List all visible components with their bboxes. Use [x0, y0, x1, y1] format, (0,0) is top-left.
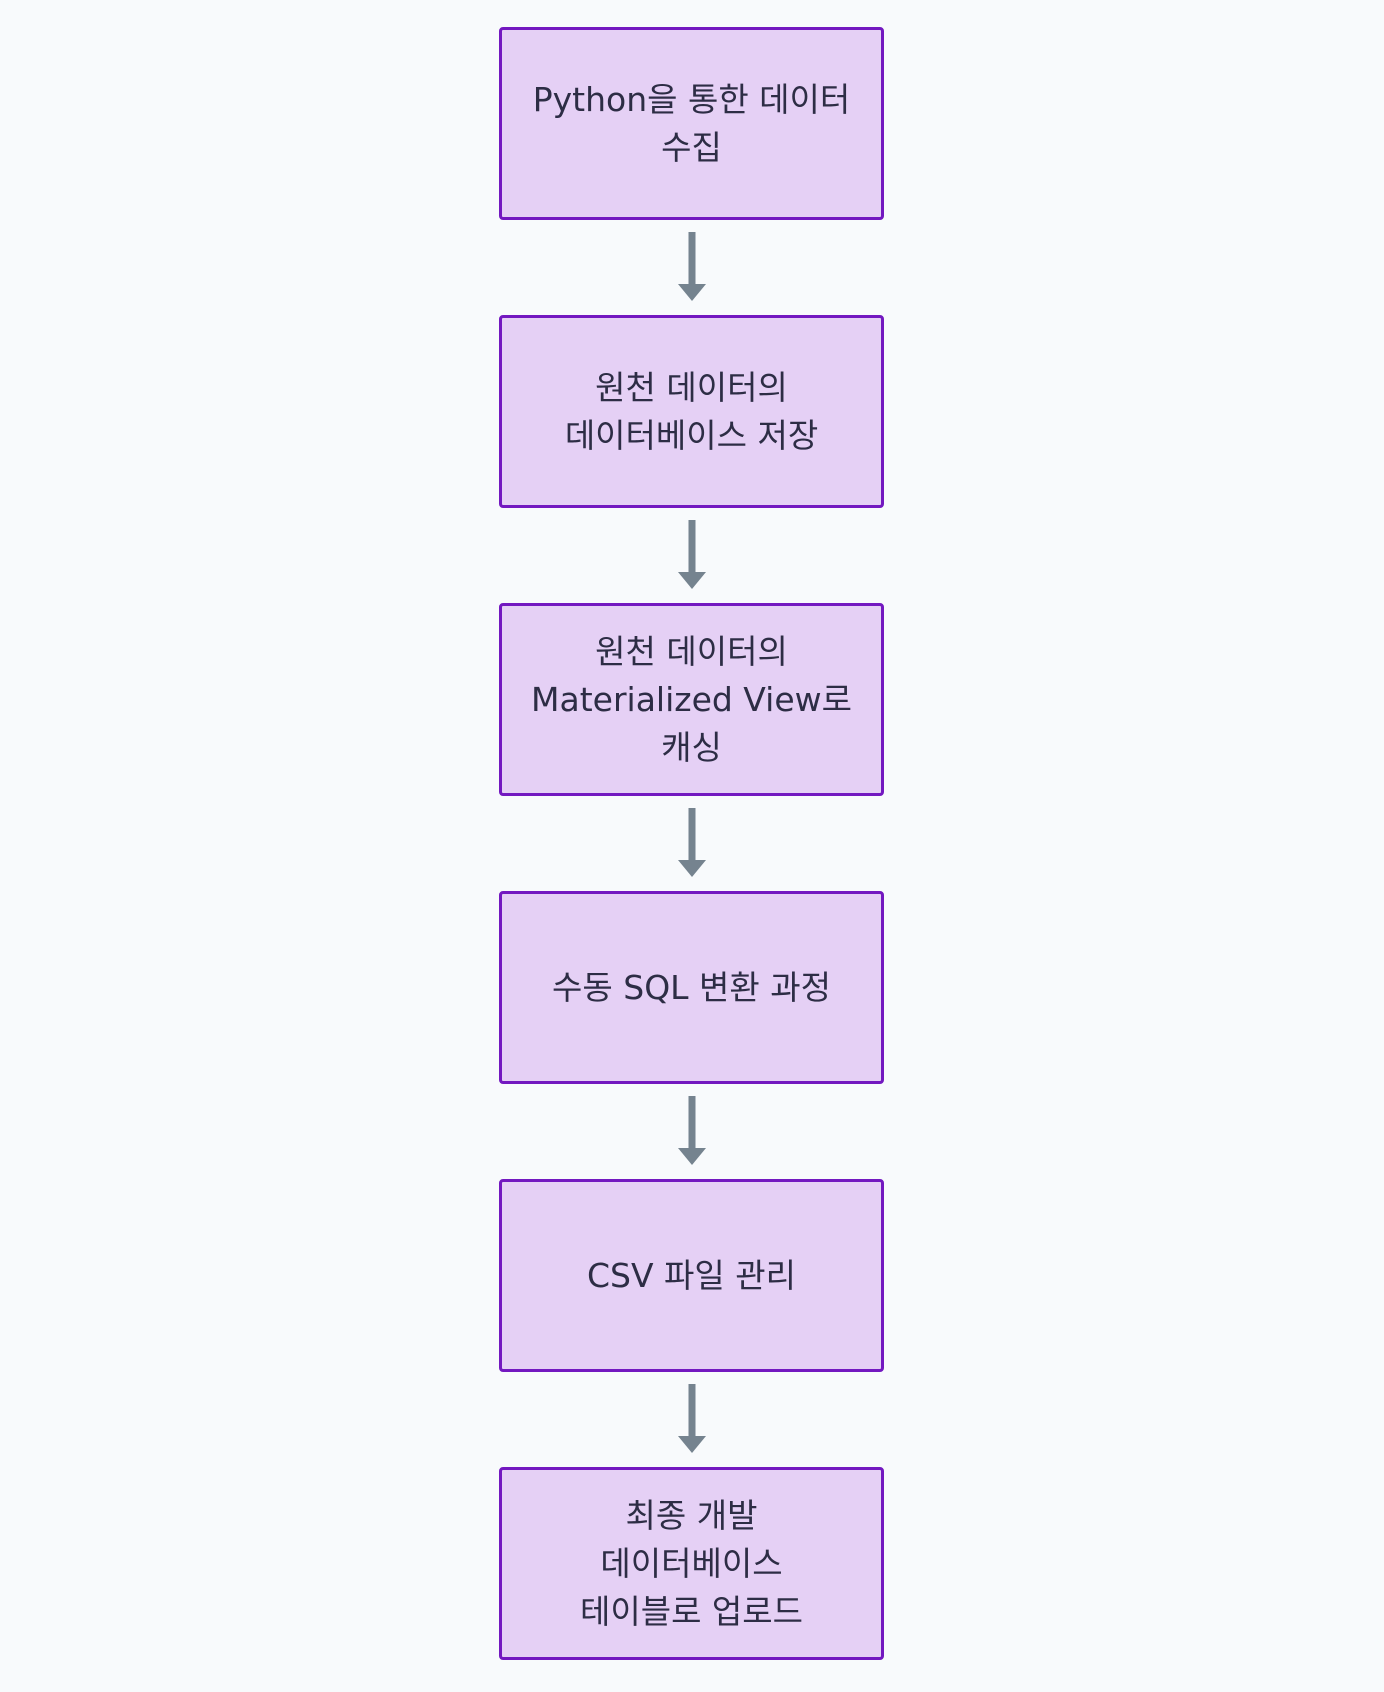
step-raw-data-storage: 원천 데이터의 데이터베이스 저장 [499, 315, 884, 508]
step-final-db-upload: 최종 개발 데이터베이스 테이블로 업로드 [499, 1467, 884, 1660]
step-manual-sql-transform: 수동 SQL 변환 과정 [499, 891, 884, 1084]
step-materialized-view-cache: 원천 데이터의 Materialized View로 캐싱 [499, 603, 884, 796]
step-label: Python을 통한 데이터 수집 [532, 79, 851, 167]
arrow-down-icon [678, 520, 706, 589]
step-label: 원천 데이터의 데이터베이스 저장 [564, 367, 819, 455]
arrow-down-icon [678, 1096, 706, 1165]
step-label: 원천 데이터의 Materialized View로 캐싱 [531, 631, 852, 767]
arrow-down-icon [678, 232, 706, 301]
step-csv-file-management: CSV 파일 관리 [499, 1179, 884, 1372]
arrow-down-icon [678, 1384, 706, 1453]
step-label: CSV 파일 관리 [587, 1255, 796, 1295]
step-label: 최종 개발 데이터베이스 테이블로 업로드 [579, 1495, 803, 1631]
step-data-collection: Python을 통한 데이터 수집 [499, 27, 884, 220]
arrow-down-icon [678, 808, 706, 877]
step-label: 수동 SQL 변환 과정 [552, 967, 831, 1007]
